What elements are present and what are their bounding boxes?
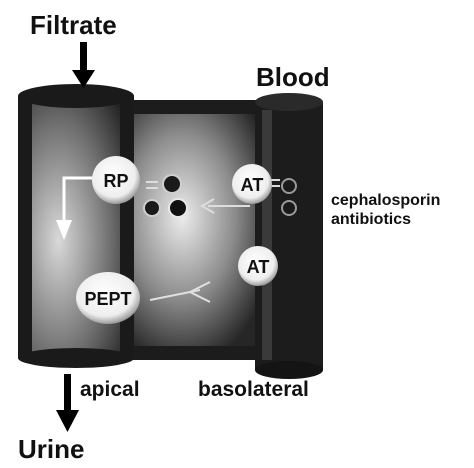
molecule <box>169 199 187 217</box>
urine-arrow <box>56 374 79 432</box>
molecule <box>282 201 296 215</box>
pept-transporter: PEPT <box>76 272 140 324</box>
molecule <box>282 179 296 193</box>
pept-transporter-label: PEPT <box>84 289 131 309</box>
apical-membrane <box>18 84 134 368</box>
antibiotics-label-line1: cephalosporin <box>331 191 440 210</box>
rp-transporter: RP <box>92 156 140 204</box>
antibiotics-label-line2: antibiotics <box>331 210 440 229</box>
filtrate-label: Filtrate <box>30 12 117 38</box>
filtrate-arrow <box>72 42 95 88</box>
molecule <box>163 175 181 193</box>
molecule <box>144 200 160 216</box>
apical-label: apical <box>80 379 140 400</box>
urine-label: Urine <box>18 436 84 462</box>
at-transporter-upper: AT <box>232 164 272 204</box>
blood-label: Blood <box>256 64 330 90</box>
at-transporter-upper-label: AT <box>241 175 264 195</box>
basolateral-membrane <box>255 93 323 379</box>
at-transporter-lower-label: AT <box>247 257 270 277</box>
basolateral-label: basolateral <box>198 379 309 400</box>
antibiotics-label: cephalosporin antibiotics <box>331 191 440 229</box>
at-transporter-lower: AT <box>238 246 278 286</box>
rp-transporter-label: RP <box>103 171 128 191</box>
